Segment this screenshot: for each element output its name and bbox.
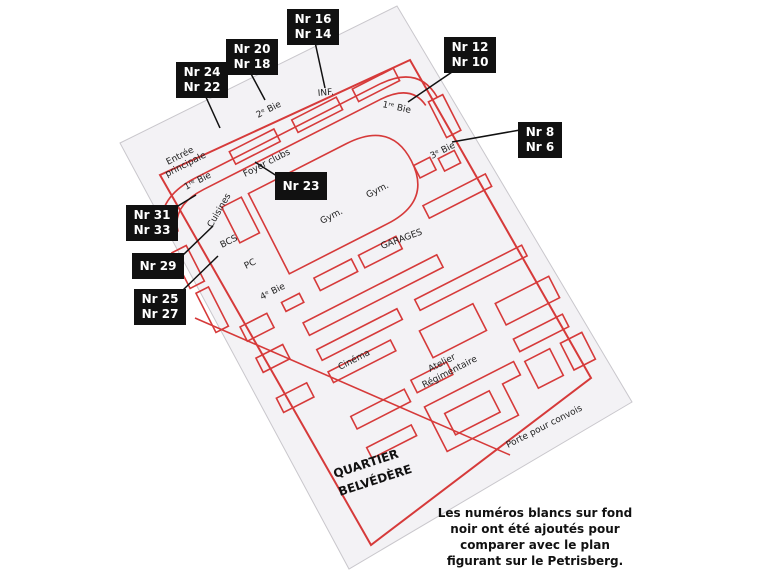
- tag-line: Nr 10: [451, 55, 489, 69]
- building-garages-7: [494, 275, 561, 326]
- tag-nr-29: Nr 29: [132, 253, 184, 279]
- leader-20-18: [249, 71, 266, 101]
- building-bie2: [228, 127, 282, 166]
- tag-line: Nr 14: [294, 27, 332, 41]
- tag-nr-31-33: Nr 31 Nr 33: [126, 205, 178, 241]
- building-inf: [290, 96, 344, 134]
- building-cinema: [349, 388, 412, 430]
- building-bcs: [238, 312, 276, 343]
- caption: Les numéros blancs sur fond noir ont été…: [420, 505, 650, 569]
- leader-24-22: [204, 94, 221, 129]
- tag-line: Nr 25: [141, 292, 179, 306]
- building-garages-3: [315, 307, 404, 362]
- building-garages-4: [413, 244, 529, 312]
- tag-line: Nr 31: [133, 208, 171, 222]
- tag-line: Nr 23: [282, 179, 320, 193]
- diagonal-road: [194, 317, 511, 456]
- tag-line: Nr 6: [525, 140, 555, 154]
- tag-line: Nr 24: [183, 65, 221, 79]
- tag-nr-23: Nr 23: [275, 172, 327, 200]
- building-lower-2: [512, 313, 570, 353]
- building-pc: [254, 343, 292, 374]
- paper-sheet: [119, 5, 633, 570]
- building-garages-2: [421, 172, 493, 220]
- leader-12-10: [407, 69, 456, 103]
- tag-nr-24-22: Nr 24 Nr 22: [176, 62, 228, 98]
- caption-line: noir ont été ajoutés pour: [450, 522, 620, 536]
- site-boundary: [158, 58, 593, 547]
- building-lower-3: [523, 347, 565, 390]
- tag-nr-25-27: Nr 25 Nr 27: [134, 289, 186, 325]
- building-small-1: [412, 156, 438, 180]
- building-lower-1: [409, 360, 454, 394]
- tag-nr-16-14: Nr 16 Nr 14: [287, 9, 339, 45]
- leader-16-14: [314, 41, 326, 89]
- map-contents: [160, 67, 597, 460]
- tag-line: Nr 22: [183, 80, 221, 94]
- tag-nr-12-10: Nr 12 Nr 10: [444, 37, 496, 73]
- building-garages-1: [302, 253, 445, 337]
- caption-line: figurant sur le Petrisberg.: [446, 554, 624, 568]
- building-gym1: [312, 257, 359, 292]
- building-gym2: [357, 235, 404, 269]
- building-lower-4: [559, 331, 597, 372]
- caption-line: comparer avec le plan: [460, 538, 610, 552]
- building-lower-5: [365, 423, 418, 460]
- building-atelier: [423, 360, 522, 453]
- building-foyer: [220, 196, 261, 244]
- building-bie1-right: [351, 67, 401, 103]
- tag-line: Nr 27: [141, 307, 179, 321]
- building-bie4: [275, 381, 316, 414]
- parade-ground: [247, 134, 419, 275]
- label-pc: PC: [243, 257, 258, 271]
- building-small-2: [437, 149, 462, 173]
- tag-line: Nr 33: [133, 223, 171, 237]
- tag-line: Nr 16: [294, 12, 332, 26]
- caption-line: Les numéros blancs sur fond: [437, 506, 633, 520]
- tag-line: Nr 8: [525, 125, 555, 139]
- tag-line: Nr 12: [451, 40, 489, 54]
- leader-25-27: [182, 255, 219, 291]
- building-small-3: [280, 292, 305, 313]
- leader-29: [181, 225, 214, 257]
- tag-line: Nr 29: [139, 259, 177, 273]
- building-atelier-annex: [443, 389, 502, 436]
- tag-nr-8-6: Nr 8 Nr 6: [518, 122, 562, 158]
- leader-8-6: [451, 129, 521, 143]
- building-garages-6: [418, 302, 488, 359]
- tag-line: Nr 18: [233, 57, 271, 71]
- building-bie3: [427, 93, 462, 139]
- tag-nr-20-18: Nr 20 Nr 18: [226, 39, 278, 75]
- tag-line: Nr 20: [233, 42, 271, 56]
- label-inf: INF.: [317, 88, 334, 99]
